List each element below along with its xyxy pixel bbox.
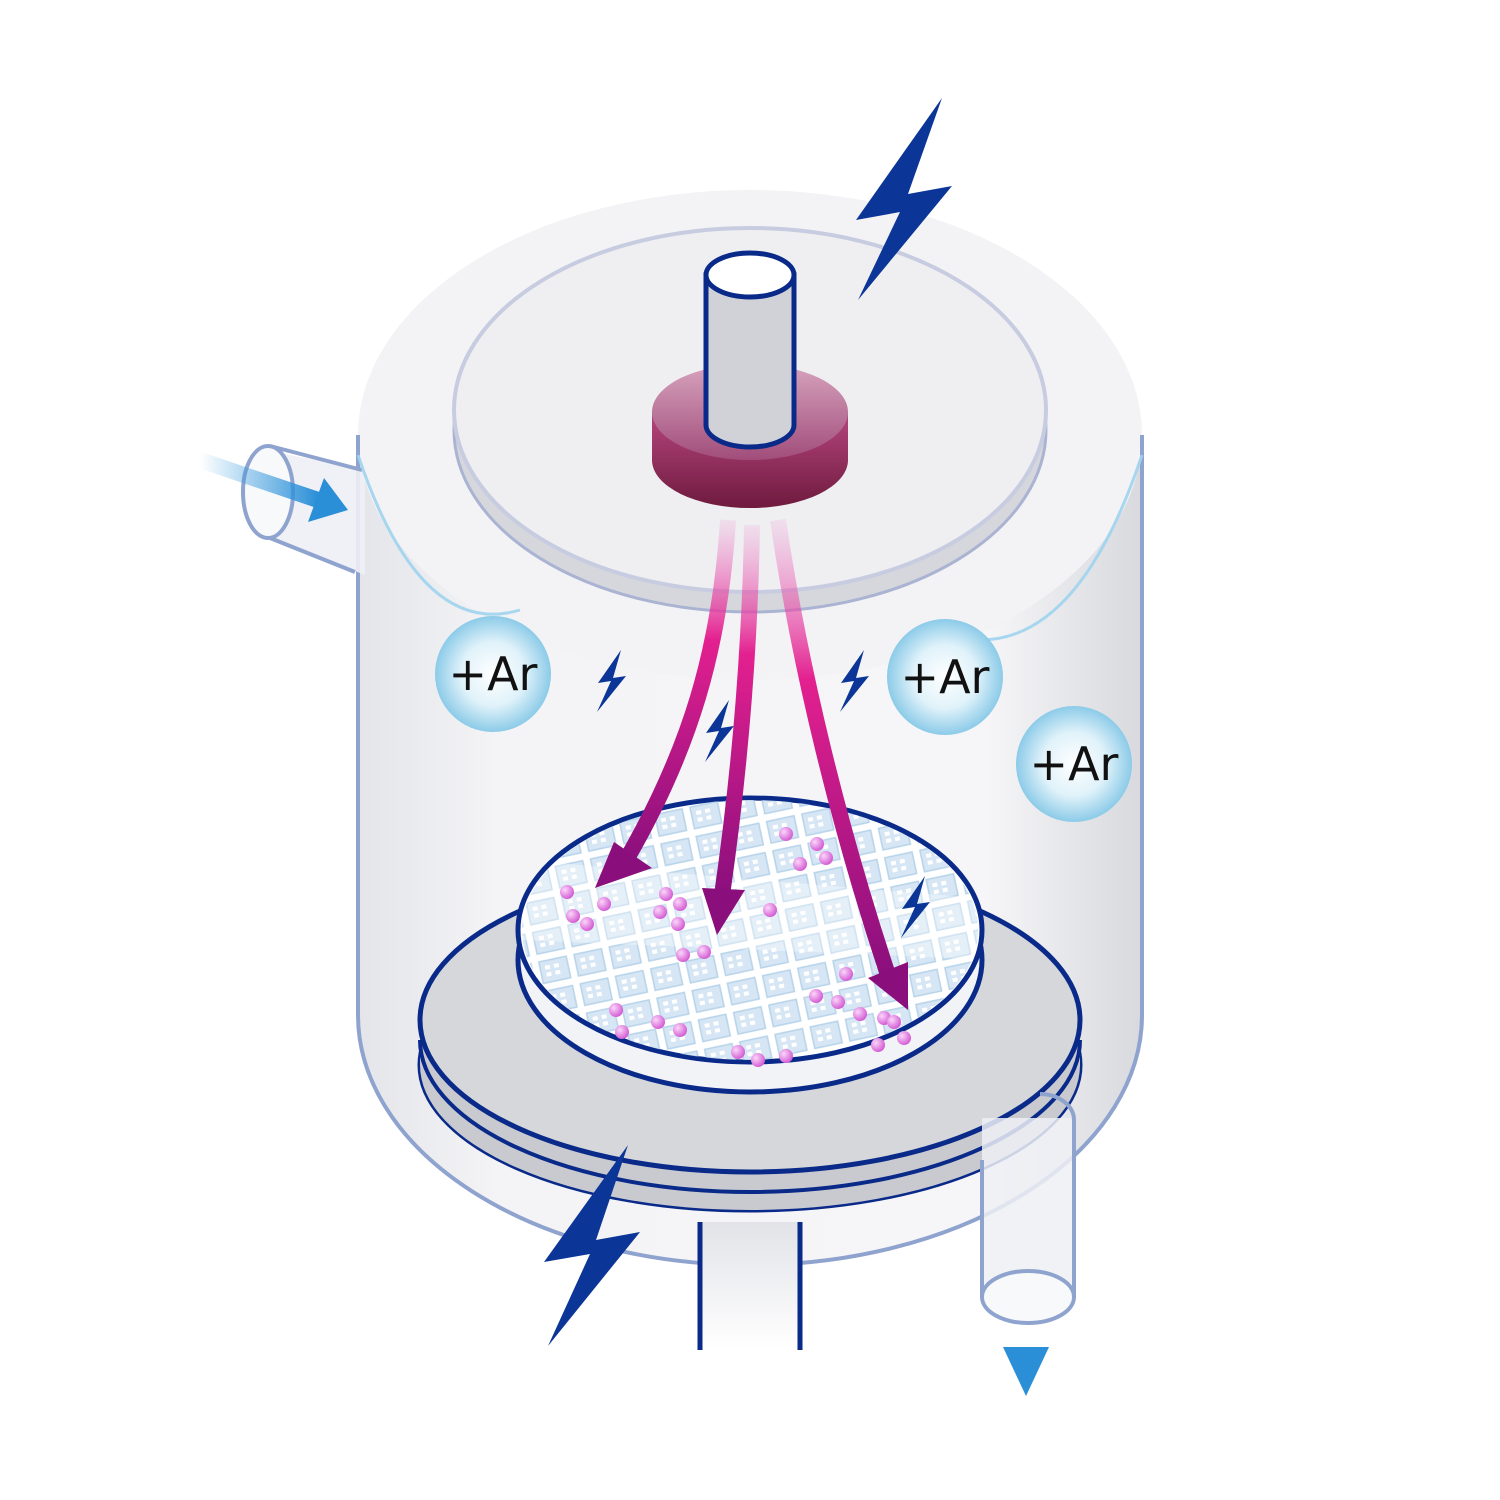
particle-dot xyxy=(819,851,833,865)
gas-inlet-arrow-icon xyxy=(192,452,348,522)
substrate-stem xyxy=(697,1222,803,1350)
particle-dot xyxy=(751,1053,765,1067)
particle-dot xyxy=(566,909,580,923)
particle-dot xyxy=(651,1015,665,1029)
trajectory-arrow-right xyxy=(770,518,896,978)
argon-ion-1: +Ar xyxy=(435,616,551,732)
particle-dot xyxy=(853,1007,867,1021)
particle-trajectories xyxy=(595,518,908,1010)
argon-ion-label: +Ar xyxy=(449,647,538,701)
particle-dot xyxy=(597,897,611,911)
particle-dot xyxy=(615,1025,629,1039)
particle-dot xyxy=(810,837,824,851)
particle-dot xyxy=(793,857,807,871)
plasma-bolt-icon-2 xyxy=(705,700,734,762)
particle-dot xyxy=(839,967,853,981)
particle-dot xyxy=(831,995,845,1009)
sputtered-particles xyxy=(560,827,911,1067)
particle-dot xyxy=(887,1015,901,1029)
particle-dot xyxy=(779,1049,793,1063)
cathode-rod xyxy=(703,250,797,450)
particle-dot xyxy=(673,1023,687,1037)
plasma-bolt-icon-1 xyxy=(597,650,626,712)
plasma-bolt-icon-3 xyxy=(840,650,869,712)
particle-dot xyxy=(653,905,667,919)
plasma-bolt-icon-4 xyxy=(901,876,930,938)
trajectory-arrow-center xyxy=(714,524,760,897)
gas-outlet-arrow-icon xyxy=(1003,1235,1049,1396)
power-supply-bolt-icon-top xyxy=(856,98,952,300)
particle-dot xyxy=(731,1045,745,1059)
gas-inlet-pipe xyxy=(241,444,365,575)
particle-dot xyxy=(673,897,687,911)
particle-dot xyxy=(871,1038,885,1052)
particle-dot xyxy=(671,917,685,931)
particle-dot xyxy=(609,1003,623,1017)
particle-dot xyxy=(897,1031,911,1045)
particle-dot xyxy=(763,903,777,917)
particle-dot xyxy=(809,989,823,1003)
power-supply-bolt-icon-bottom xyxy=(544,1145,640,1346)
particle-dot xyxy=(676,948,690,962)
particle-dot xyxy=(779,827,793,841)
particle-dot xyxy=(697,945,711,959)
particle-dot xyxy=(560,885,574,899)
argon-ion-label: +Ar xyxy=(1030,737,1119,791)
argon-ion-3: +Ar xyxy=(1016,706,1132,822)
argon-ion-2: +Ar xyxy=(887,619,1003,735)
argon-ion-label: +Ar xyxy=(901,650,990,704)
trajectory-arrow-left xyxy=(618,519,736,867)
particle-dot xyxy=(580,917,594,931)
particle-dot xyxy=(659,887,673,901)
